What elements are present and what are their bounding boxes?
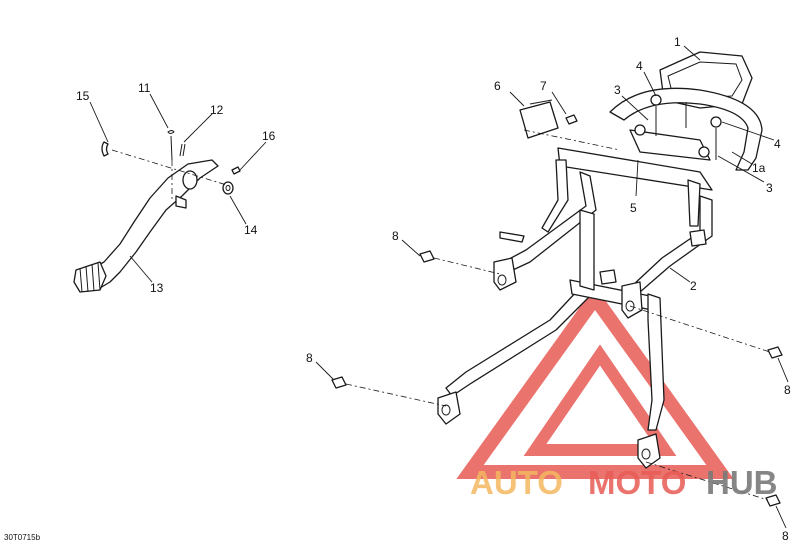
callout-4-lower: 4 bbox=[774, 137, 781, 151]
brake-pedal-assembly bbox=[73, 130, 241, 293]
callout-8-lower-left: 8 bbox=[306, 351, 313, 365]
reflector-screw bbox=[565, 114, 578, 125]
watermark-logo bbox=[456, 286, 734, 479]
callout-3-lower: 3 bbox=[766, 181, 773, 195]
return-spring bbox=[167, 130, 175, 161]
mount-tab-left bbox=[493, 257, 517, 291]
callout-3-upper: 3 bbox=[614, 83, 621, 97]
callout-2: 2 bbox=[690, 279, 697, 293]
callout-1a: 1a bbox=[752, 161, 766, 175]
callout-8-right-mid: 8 bbox=[784, 383, 791, 397]
frame-center-post bbox=[579, 209, 595, 291]
rear-frame-assembly bbox=[331, 51, 783, 507]
callout-12: 12 bbox=[210, 103, 224, 117]
rear-grab-handle bbox=[609, 87, 763, 171]
nut-upper-left bbox=[650, 94, 662, 106]
callout-1: 1 bbox=[674, 35, 681, 49]
reflector bbox=[519, 101, 559, 139]
watermark-auto: AUTO bbox=[470, 464, 563, 501]
callout-4-upper: 4 bbox=[636, 59, 643, 73]
nut-upper-right bbox=[710, 116, 722, 128]
frame-upright-left bbox=[541, 159, 569, 233]
watermark-text: AUTO MOTO HUB bbox=[470, 464, 778, 501]
washer bbox=[222, 181, 234, 195]
leader-lines bbox=[89, 45, 789, 529]
callout-8-right-low: 8 bbox=[782, 529, 789, 543]
pedal-footrest bbox=[73, 261, 107, 293]
callout-13: 13 bbox=[150, 281, 164, 295]
frame-lower-strut-right bbox=[647, 293, 665, 431]
watermark-moto: MOTO bbox=[588, 464, 686, 501]
callout-7: 7 bbox=[540, 79, 547, 93]
mount-tab-lower-left bbox=[437, 391, 461, 425]
mounting-plate bbox=[629, 129, 711, 161]
retaining-clip bbox=[101, 141, 109, 157]
callout-6: 6 bbox=[494, 79, 501, 93]
mount-tab-center bbox=[621, 281, 643, 319]
frame-upright-right bbox=[687, 179, 701, 227]
frame-bolt-right-mid bbox=[767, 346, 783, 359]
pedal-pivot-boss bbox=[182, 170, 198, 190]
diagram-code: 30T0715b bbox=[4, 533, 41, 542]
small-bolt bbox=[231, 166, 241, 175]
cotter-pin bbox=[179, 143, 186, 157]
callout-16: 16 bbox=[262, 129, 276, 143]
frame-bolt-lower-left bbox=[331, 376, 347, 389]
callout-15: 15 bbox=[76, 89, 90, 103]
nut-lower-left bbox=[634, 124, 646, 136]
callout-5: 5 bbox=[630, 201, 637, 215]
frame-bolt-upper-left bbox=[419, 250, 435, 263]
frame-bolt-right-low bbox=[765, 494, 781, 507]
brake-pedal-arm bbox=[83, 159, 219, 289]
callouts: 1 1a 2 3 3 4 4 5 6 7 8 8 8 8 11 12 13 14… bbox=[76, 35, 791, 543]
callout-8-upper-left: 8 bbox=[392, 229, 399, 243]
nut-lower-right bbox=[698, 146, 710, 158]
callout-11: 11 bbox=[138, 81, 151, 95]
watermark-hub: HUB bbox=[706, 464, 778, 501]
callout-14: 14 bbox=[244, 223, 258, 237]
